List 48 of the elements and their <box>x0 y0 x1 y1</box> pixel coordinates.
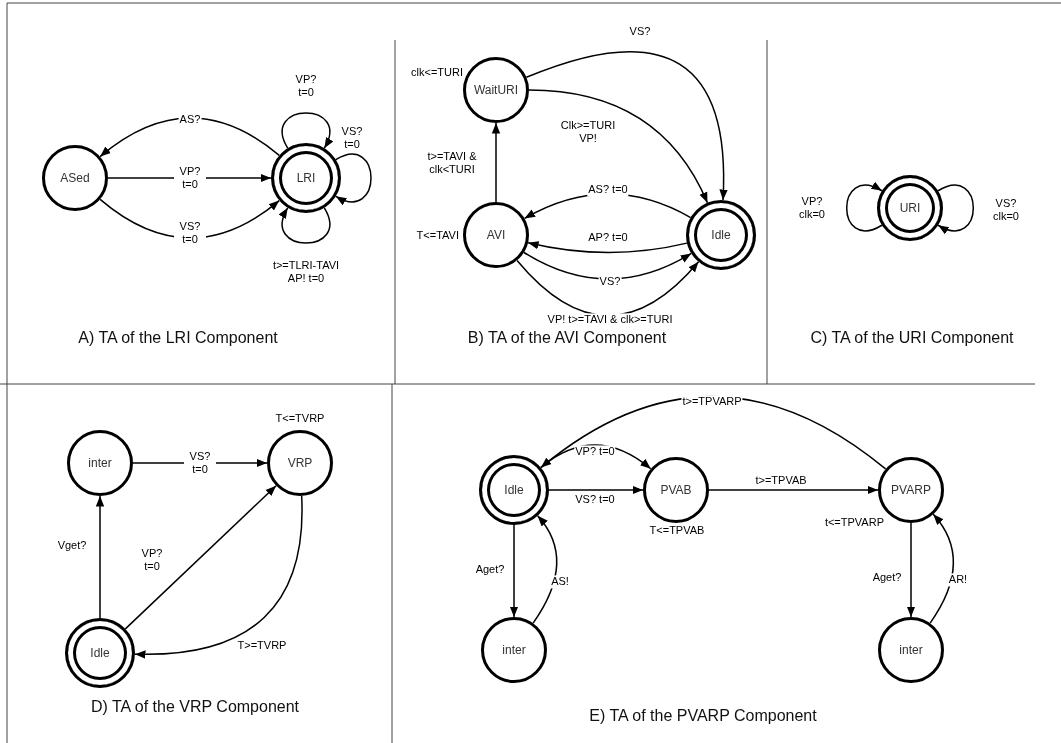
edge-label: AS? t=0 <box>587 183 629 197</box>
state-circle: PVAB <box>643 457 709 523</box>
initial-state-circle: Idle <box>686 200 756 270</box>
transition-arrow <box>99 117 280 158</box>
state-circle: inter <box>878 617 944 683</box>
transition-arrow <box>528 89 709 204</box>
transition-arrow <box>134 495 303 659</box>
panel-caption: A) TA of the LRI Component <box>78 329 278 347</box>
transition-arrow <box>527 240 688 254</box>
transition-arrow <box>548 485 644 495</box>
edge-label: AS! <box>550 575 570 589</box>
invariant-label: T<=TVRP <box>275 412 325 424</box>
state-circle: WaitURI <box>463 57 529 123</box>
transition-arrow <box>124 485 277 630</box>
state-circle: inter <box>67 430 133 496</box>
transition-arrow <box>523 251 692 280</box>
edge-label: AR! <box>947 573 969 587</box>
invariant-label: T<=TPVAB <box>649 524 705 536</box>
self-loop-arrow <box>281 112 333 149</box>
transition-arrow <box>929 513 955 624</box>
self-loop-arrow <box>937 184 975 234</box>
edge-label: Vget? <box>56 539 88 553</box>
transition-arrow <box>532 515 558 624</box>
initial-state-circle: LRI <box>271 143 341 213</box>
panel-caption: E) TA of the PVARP Component <box>589 707 817 725</box>
state-circle: VRP <box>267 430 333 496</box>
transition-arrow <box>906 522 916 618</box>
initial-state-circle: Idle <box>65 618 135 688</box>
transition-arrow <box>95 495 105 619</box>
self-loop-arrow <box>335 153 372 205</box>
state-circle: AVI <box>463 202 529 268</box>
invariant-label: T<=TAVI <box>416 229 459 241</box>
state-circle: inter <box>481 617 547 683</box>
state-circle: ASed <box>42 145 108 211</box>
initial-state-circle: URI <box>877 175 943 241</box>
transition-arrow <box>509 524 519 618</box>
panel-caption: C) TA of the URI Component <box>810 329 1014 347</box>
self-loop-arrow <box>845 182 883 232</box>
initial-state-circle: Idle <box>479 455 549 525</box>
invariant-label: clk<=TURI <box>411 66 463 78</box>
edge-label: Aget? <box>474 563 506 577</box>
panel-caption: B) TA of the AVI Component <box>467 329 667 347</box>
transition-arrow <box>525 51 728 201</box>
transition-arrow <box>491 122 501 203</box>
edge-label: Aget? <box>871 571 903 585</box>
transition-arrow <box>708 485 879 495</box>
self-loop-arrow <box>279 207 331 244</box>
panel-caption: D) TA of the VRP Component <box>90 698 300 716</box>
